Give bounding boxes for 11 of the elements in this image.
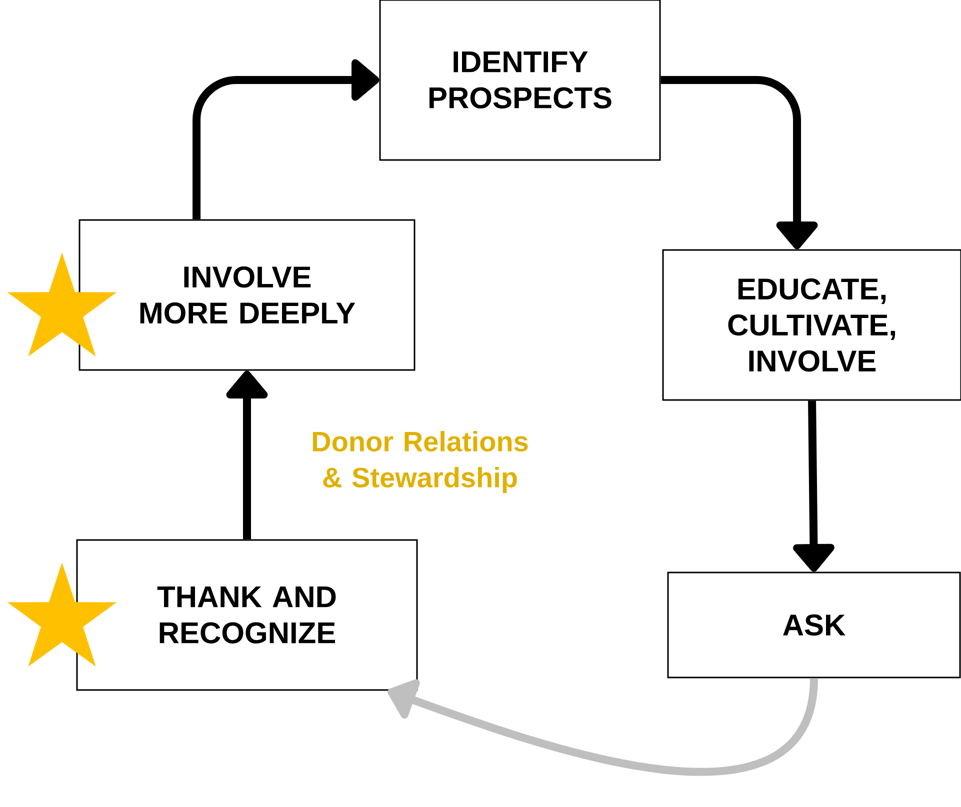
arrow (226, 370, 268, 540)
process-box: THANK AND RECOGNIZE (76, 539, 418, 691)
arrow (192, 59, 380, 220)
process-box: IDENTIFY PROSPECTS (379, 0, 661, 161)
arrow (660, 76, 818, 250)
note-text: Donor Relations & Stewardship (312, 430, 528, 494)
arrow (388, 678, 818, 776)
process-box: EDUCATE, CULTIVATE, INVOLVE (662, 249, 961, 401)
process-box: INVOLVE MORE DEEPLY (78, 219, 416, 371)
process-box: ASK (667, 572, 961, 678)
arrow (793, 400, 834, 572)
